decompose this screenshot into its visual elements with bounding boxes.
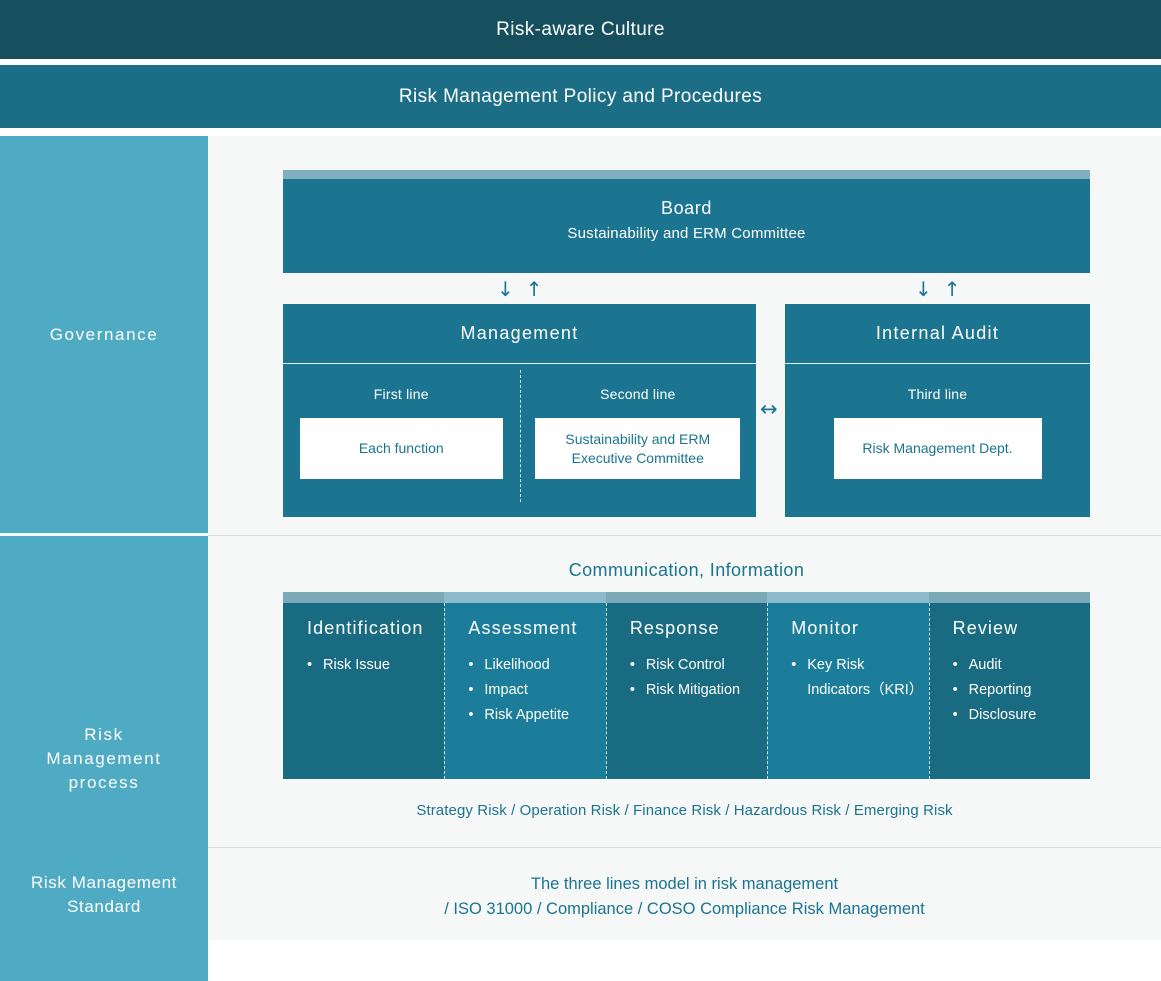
third-line-column: Third line Risk Management Dept. — [785, 364, 1090, 516]
risk-management-policy-banner: Risk Management Policy and Procedures — [0, 65, 1161, 128]
first-line-column: First line Each function — [283, 364, 520, 516]
sidebar-process-label-line3: process — [68, 772, 140, 792]
board-management-arrows: ↓ ↑ — [497, 279, 543, 299]
management-lines: First line Each function Second line Sus… — [283, 364, 756, 516]
process-column-response: Response Risk Control Risk Mitigation — [605, 592, 768, 779]
board-subtitle: Sustainability and ERM Committee — [567, 225, 806, 242]
arrow-down-icon: ↓ — [915, 277, 932, 301]
risk-aware-culture-banner: Risk-aware Culture — [0, 0, 1161, 59]
divider-process-standard — [208, 847, 1161, 848]
management-audit-arrow-icon: ↔ — [760, 397, 778, 421]
column-cap — [605, 592, 768, 603]
list-item: Risk Control — [630, 653, 767, 678]
risk-management-process-strip: Identification Risk Issue Assessment Lik… — [283, 592, 1091, 779]
process-column-title: Review — [952, 618, 1019, 638]
standard-line2: / ISO 31000 / Compliance / COSO Complian… — [444, 900, 925, 918]
sidebar-item-risk-management-standard: Risk Management Standard — [0, 849, 208, 940]
list-item: Reporting — [953, 678, 1090, 703]
management-title: Management — [283, 304, 756, 364]
process-column-monitor: Monitor Key Risk Indicators（KRI） — [767, 592, 929, 779]
third-line-label: Third line — [907, 386, 968, 402]
risk-management-standard-text: The three lines model in risk management… — [208, 872, 1161, 922]
column-cap — [928, 592, 1091, 603]
sidebar-process-label-line2: Management — [46, 748, 162, 768]
exec-committee-line2: Executive Committee — [571, 449, 704, 466]
process-column-title: Assessment — [468, 618, 578, 638]
risk-management-dept-label: Risk Management Dept. — [862, 440, 1013, 456]
standard-line1: The three lines model in risk management — [530, 875, 839, 893]
risk-types-label: Strategy Risk / Operation Risk / Finance… — [416, 802, 953, 819]
sustainability-erm-executive-committee-card: Sustainability and ERM Executive Committ… — [535, 418, 741, 479]
process-column-items: Risk Issue — [307, 653, 444, 678]
internal-audit-lines: Third line Risk Management Dept. — [785, 364, 1090, 516]
sidebar-process-label-line1: Risk — [84, 724, 124, 744]
list-item: Audit — [953, 653, 1090, 678]
internal-audit-title: Internal Audit — [785, 304, 1090, 364]
arrow-up-icon: ↑ — [525, 277, 543, 301]
risk-aware-culture-label: Risk-aware Culture — [496, 18, 665, 40]
column-cap — [444, 592, 606, 603]
process-column-items: Key Risk Indicators（KRI） — [791, 653, 928, 703]
each-function-card: Each function — [299, 418, 503, 479]
list-item: Risk Appetite — [468, 703, 605, 728]
arrow-up-icon: ↑ — [943, 277, 961, 301]
process-column-assessment: Assessment Likelihood Impact Risk Appeti… — [444, 592, 606, 779]
process-column-title: Monitor — [791, 618, 859, 638]
sidebar-item-governance: Governance — [0, 136, 208, 533]
each-function-label: Each function — [358, 440, 444, 456]
second-line-column: Second line Sustainability and ERM Execu… — [519, 364, 757, 516]
process-column-items: Audit Reporting Disclosure — [953, 653, 1090, 728]
sidebar-standard-label-line2: Standard — [67, 896, 141, 916]
exec-committee-line1: Sustainability and ERM — [565, 430, 711, 447]
process-column-review: Review Audit Reporting Disclosure — [928, 592, 1091, 779]
process-column-title: Identification — [307, 618, 424, 638]
first-line-label: First line — [373, 386, 429, 402]
standard-panel — [208, 849, 1161, 940]
list-item: Risk Issue — [307, 653, 444, 678]
board-title: Board — [660, 198, 713, 218]
sidebar-standard-label-line1: Risk Management — [30, 872, 177, 892]
second-line-label: Second line — [600, 386, 676, 402]
internal-audit-box: Internal Audit Third line Risk Managemen… — [785, 304, 1090, 517]
process-column-identification: Identification Risk Issue — [283, 592, 445, 779]
risk-management-policy-label: Risk Management Policy and Procedures — [398, 85, 763, 107]
column-cap — [283, 592, 445, 603]
process-column-items: Risk Control Risk Mitigation — [630, 653, 767, 703]
list-item: Likelihood — [468, 653, 605, 678]
risk-management-dept-card: Risk Management Dept. — [833, 418, 1042, 479]
process-column-title: Response — [629, 618, 720, 638]
process-column-items: Likelihood Impact Risk Appetite — [468, 653, 605, 728]
board-internal-audit-arrows: ↓ ↑ — [915, 279, 961, 299]
management-box: Management First line Each function Seco… — [283, 304, 756, 517]
sidebar-governance-label: Governance — [49, 324, 159, 344]
divider-governance-process — [208, 535, 1161, 536]
column-cap — [767, 592, 929, 603]
list-item: Disclosure — [953, 703, 1090, 728]
risk-management-framework-diagram: Risk-aware Culture Risk Management Polic… — [0, 0, 1161, 940]
communication-information-title: Communication, Information — [568, 560, 805, 580]
list-item: Impact — [468, 678, 605, 703]
arrow-down-icon: ↓ — [497, 277, 514, 301]
list-item: Risk Mitigation — [630, 678, 767, 703]
board-box: Board Sustainability and ERM Committee — [283, 170, 1090, 273]
list-item: Key Risk Indicators（KRI） — [791, 653, 928, 703]
